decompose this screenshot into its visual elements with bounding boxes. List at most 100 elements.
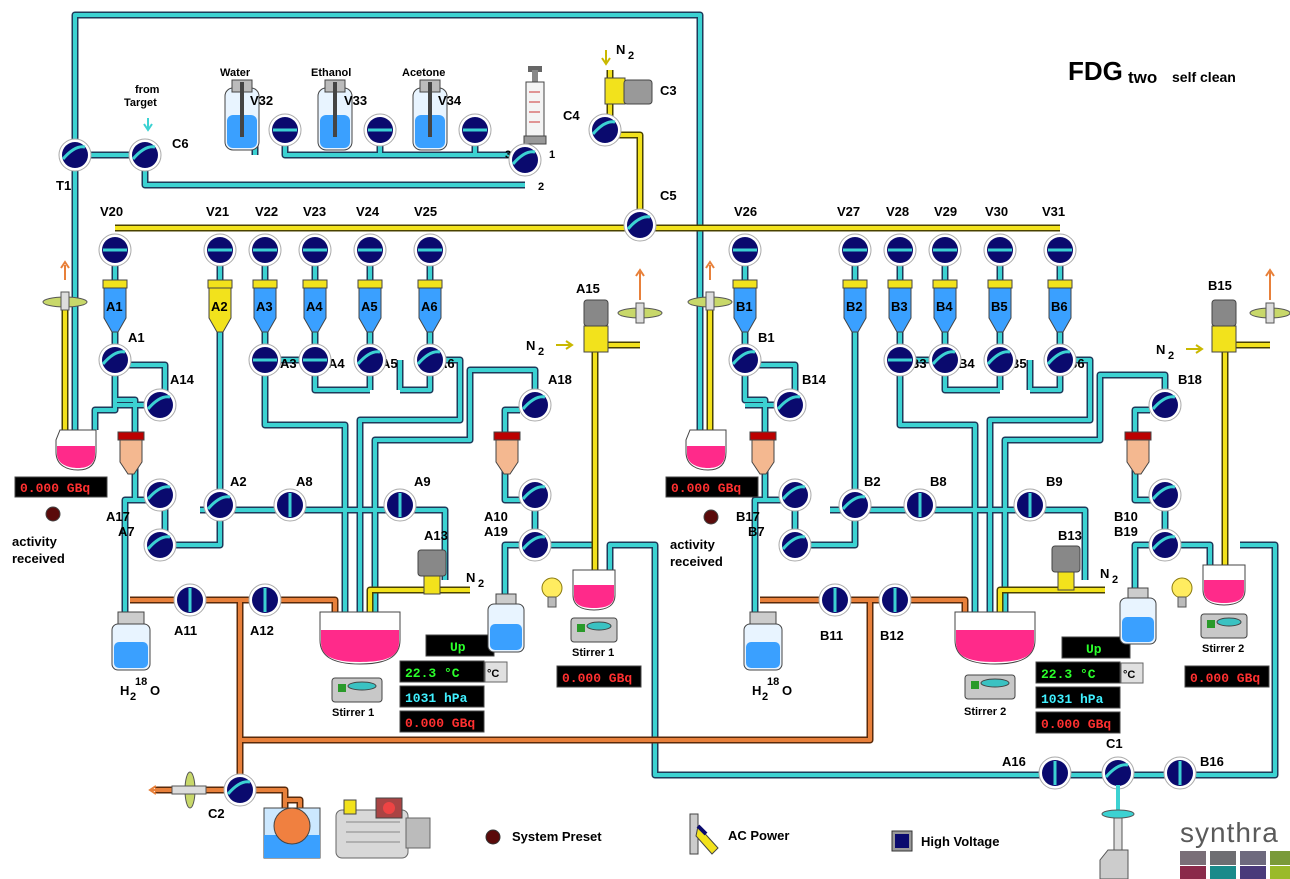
cartridge-b5[interactable]: B5	[987, 279, 1013, 333]
qma-cartridge-b2[interactable]	[1124, 431, 1152, 475]
valve-v24[interactable]	[353, 233, 387, 267]
valve-t1[interactable]	[58, 138, 92, 172]
cold-trap[interactable]	[263, 807, 321, 859]
solenoid-b13[interactable]	[1051, 545, 1081, 591]
cartridge-a5[interactable]: A5	[357, 279, 383, 333]
valve-v29[interactable]	[928, 233, 962, 267]
valve-v32[interactable]	[268, 113, 302, 147]
valve-b8[interactable]	[903, 488, 937, 522]
valve-b10[interactable]	[1148, 478, 1182, 512]
valve-a10[interactable]	[518, 478, 552, 512]
product-vial-a[interactable]	[487, 593, 525, 653]
valve-v30[interactable]	[983, 233, 1017, 267]
valve-c5[interactable]	[623, 208, 657, 242]
stirrer-small-b[interactable]	[1200, 613, 1248, 639]
valve-v20[interactable]	[98, 233, 132, 267]
valve-a5[interactable]	[353, 343, 387, 377]
h2o18-vial-a[interactable]	[111, 611, 151, 671]
valve-b16[interactable]	[1163, 756, 1197, 790]
valve-b14[interactable]	[773, 388, 807, 422]
valve-c4[interactable]	[588, 113, 622, 147]
solenoid-b15[interactable]	[1211, 299, 1237, 353]
reactor-small-a[interactable]	[572, 569, 616, 611]
unit-toggle-b[interactable]	[1120, 662, 1144, 684]
system-preset-indicator[interactable]	[485, 829, 501, 845]
valve-b11[interactable]	[818, 583, 852, 617]
valve-c6[interactable]	[128, 138, 162, 172]
valve-a19[interactable]	[518, 528, 552, 562]
valve-b18[interactable]	[1148, 388, 1182, 422]
valve-v28[interactable]	[883, 233, 917, 267]
valve-v26[interactable]	[728, 233, 762, 267]
valve-v21[interactable]	[203, 233, 237, 267]
valve-syringe-valve[interactable]	[508, 143, 542, 177]
stirrer-small-a[interactable]	[570, 617, 618, 643]
reactor-small-b[interactable]	[1202, 564, 1246, 606]
valve-c1[interactable]	[1101, 756, 1135, 790]
valve-a2[interactable]	[203, 488, 237, 522]
valve-a7[interactable]	[143, 528, 177, 562]
valve-b7[interactable]	[778, 528, 812, 562]
reactor-b[interactable]	[954, 611, 1036, 665]
cartridge-b2[interactable]: B2	[842, 279, 868, 333]
valve-v33[interactable]	[363, 113, 397, 147]
cartridge-b4[interactable]: B4	[932, 279, 958, 333]
valve-v34[interactable]	[458, 113, 492, 147]
stirrer-b[interactable]	[964, 674, 1016, 700]
acetone-bottle[interactable]	[412, 79, 448, 151]
product-vial-b[interactable]	[1119, 587, 1157, 645]
qma-cartridge-b[interactable]	[749, 431, 777, 475]
vacuum-pump[interactable]	[335, 797, 431, 859]
unit-toggle-a[interactable]	[484, 661, 508, 683]
valve-b5[interactable]	[983, 343, 1017, 377]
valve-b19[interactable]	[1148, 528, 1182, 562]
valve-a12[interactable]	[248, 583, 282, 617]
valve-v23[interactable]	[298, 233, 332, 267]
stirrer-a[interactable]	[331, 677, 383, 703]
cartridge-a2[interactable]: A2	[207, 279, 233, 333]
solenoid-a13[interactable]	[417, 549, 447, 595]
valve-v25[interactable]	[413, 233, 447, 267]
valve-a9[interactable]	[383, 488, 417, 522]
cartridge-a3[interactable]: A3	[252, 279, 278, 333]
valve-b3[interactable]	[883, 343, 917, 377]
syringe-pump[interactable]	[523, 66, 547, 145]
solenoid-a15[interactable]	[583, 299, 609, 353]
cartridge-b3[interactable]: B3	[887, 279, 913, 333]
valve-c2[interactable]	[223, 773, 257, 807]
cartridge-b1[interactable]: B1	[732, 279, 758, 333]
cartridge-b6[interactable]: B6	[1047, 279, 1073, 333]
valve-a8[interactable]	[273, 488, 307, 522]
valve-b2[interactable]	[838, 488, 872, 522]
valve-a1[interactable]	[98, 343, 132, 377]
valve-a14[interactable]	[143, 388, 177, 422]
valve-a18[interactable]	[518, 388, 552, 422]
collection-vial-a[interactable]	[55, 429, 97, 471]
valve-a4[interactable]	[298, 343, 332, 377]
valve-b4[interactable]	[928, 343, 962, 377]
valve-a17[interactable]	[143, 478, 177, 512]
valve-b12[interactable]	[878, 583, 912, 617]
valve-a11[interactable]	[173, 583, 207, 617]
cartridge-a4[interactable]: A4	[302, 279, 328, 333]
solenoid-c3[interactable]	[604, 77, 653, 105]
valve-b6[interactable]	[1043, 343, 1077, 377]
reactor-a[interactable]	[319, 611, 401, 665]
valve-a3[interactable]	[248, 343, 282, 377]
h2o18-vial-b[interactable]	[743, 611, 783, 671]
valve-a6[interactable]	[413, 343, 447, 377]
valve-b1[interactable]	[728, 343, 762, 377]
cartridge-a1[interactable]: A1	[102, 279, 128, 333]
valve-b9[interactable]	[1013, 488, 1047, 522]
ethanol-bottle[interactable]	[317, 79, 353, 151]
valve-b17[interactable]	[778, 478, 812, 512]
collection-vial-b[interactable]	[685, 429, 727, 471]
valve-v27[interactable]	[838, 233, 872, 267]
cartridge-a6[interactable]: A6	[417, 279, 443, 333]
ac-power-switch-icon[interactable]	[689, 813, 719, 855]
valve-v22[interactable]	[248, 233, 282, 267]
qma-cartridge-a[interactable]	[117, 431, 145, 475]
water-bottle[interactable]	[224, 79, 260, 151]
qma-cartridge-a2[interactable]	[493, 431, 521, 475]
valve-v31[interactable]	[1043, 233, 1077, 267]
